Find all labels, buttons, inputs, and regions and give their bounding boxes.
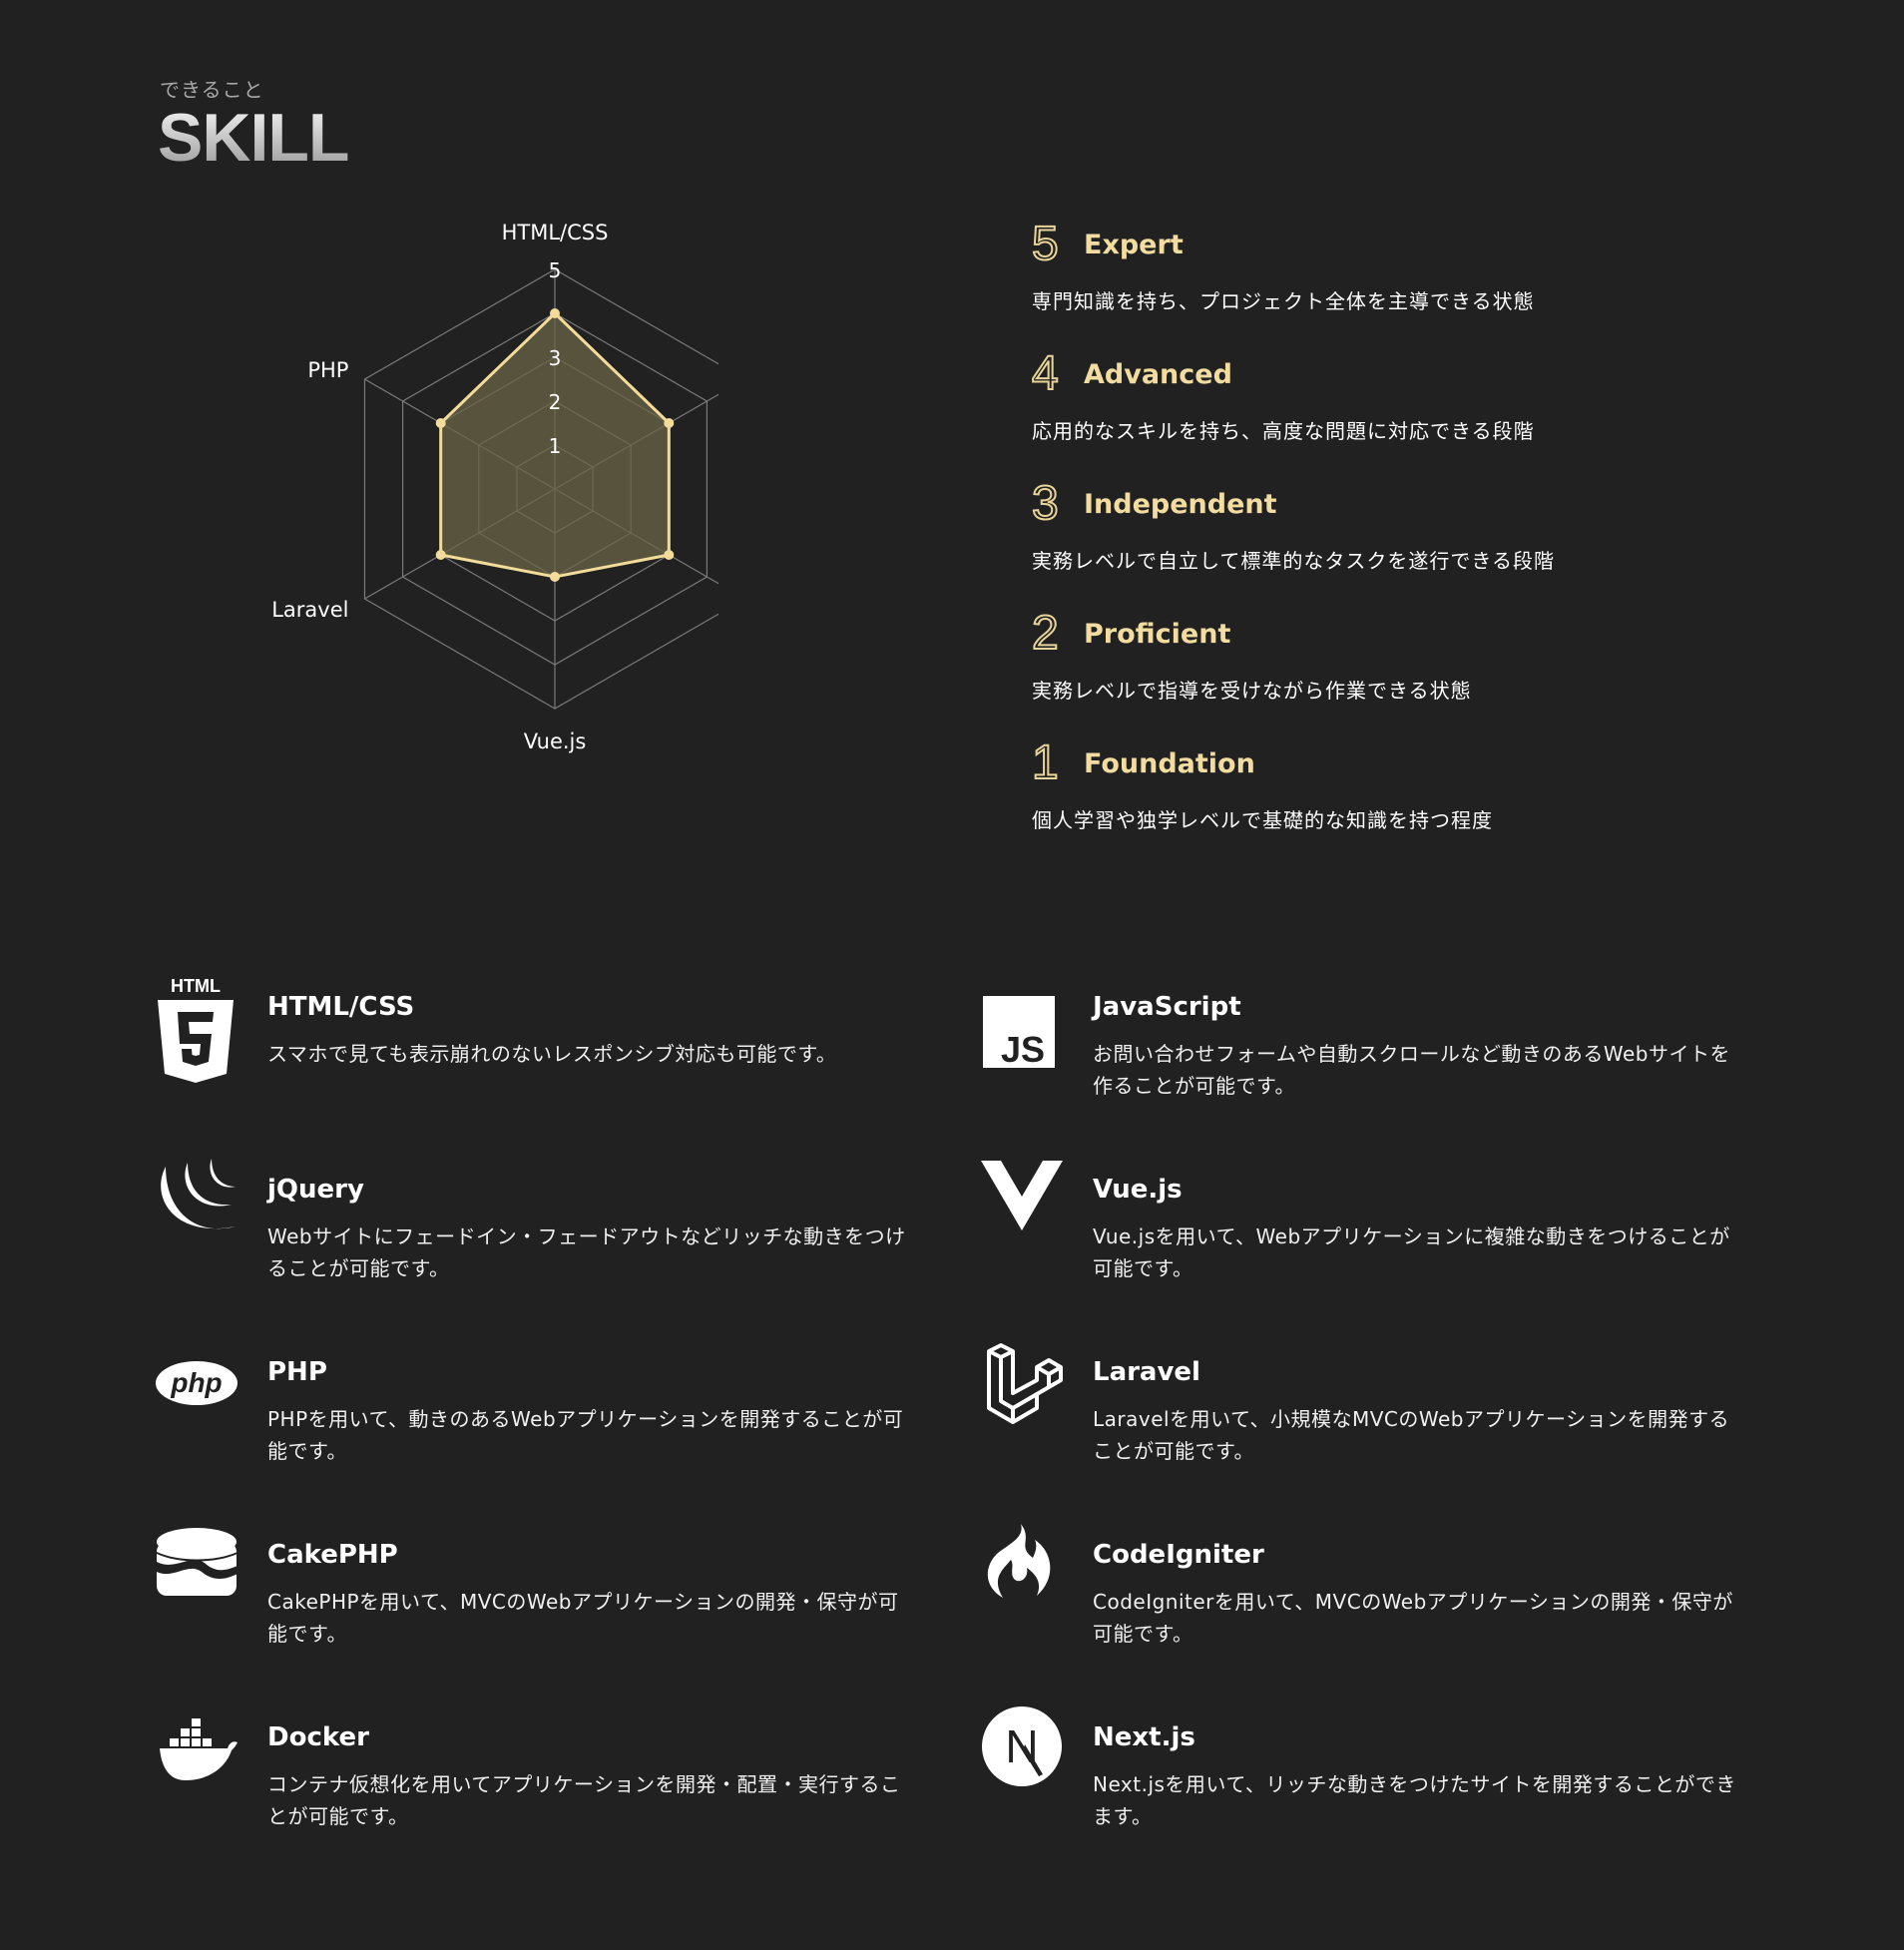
level-description: 実務レベルで指導を受けながら作業できる状態 <box>1032 679 1472 703</box>
level-number: 2 <box>1031 607 1060 660</box>
level-number: 4 <box>1031 347 1060 400</box>
level-name: Expert <box>1084 229 1184 260</box>
skill-item-javascript: JS JavaScript お問い合わせフォームや自動スクロールなど動きのあるW… <box>981 974 1739 1157</box>
radar-data-point <box>435 550 446 560</box>
level-description: 応用的なスキルを持ち、高度な問題に対応できる段階 <box>1032 419 1535 443</box>
skill-description: Laravelを用いて、小規模なMVCのWebアプリケーションを開発することが可… <box>1093 1407 1730 1463</box>
skill-item-php: php PHP PHPを用いて、動きのあるWebアプリケーションを開発することが… <box>156 1339 981 1522</box>
docker-icon <box>160 1718 238 1780</box>
skill-item-codeigniter: CodeIgniter CodeIgniterを用いて、MVCのWebアプリケー… <box>981 1522 1739 1705</box>
level-number: 3 <box>1031 477 1060 530</box>
radar-axis-label: PHP <box>307 358 348 382</box>
section-subtitle: できること <box>160 78 264 102</box>
level-description: 個人学習や独学レベルで基礎的な知識を持つ程度 <box>1032 808 1493 832</box>
radar-tick-label: 1 <box>549 434 562 458</box>
skill-name: Docker <box>267 1722 369 1752</box>
skill-description: Next.jsを用いて、リッチな動きをつけたサイトを開発することができます。 <box>1093 1772 1736 1828</box>
radar-tick-label: 2 <box>549 390 562 414</box>
skill-description: スマホで見ても表示崩れのないレスポンシブ対応も可能です。 <box>267 1042 837 1066</box>
html5-icon-label: HTML <box>171 976 221 996</box>
php-icon: php <box>156 1361 238 1405</box>
skill-item-nextjs: N Next.js Next.jsを用いて、リッチな動きをつけたサイトを開発する… <box>981 1705 1739 1887</box>
javascript-icon: JS <box>983 996 1055 1070</box>
radar-tick-label: 5 <box>549 258 562 282</box>
skill-name: Laravel <box>1093 1357 1200 1387</box>
level-name: Advanced <box>1084 358 1232 390</box>
skill-item-docker: Docker コンテナ仮想化を用いてアプリケーションを開発・配置・実行することが… <box>156 1705 981 1887</box>
skill-item-html-css: HTML HTML/CSS スマホで見ても表示崩れのないレスポンシブ対応も可能で… <box>156 974 981 1157</box>
javascript-icon-label: JS <box>1001 1029 1045 1070</box>
skill-name: Vue.js <box>1093 1175 1183 1205</box>
jquery-icon <box>161 1159 236 1229</box>
laravel-icon <box>987 1343 1063 1424</box>
level-item: 5 Expert 専門知識を持ち、プロジェクト全体を主導できる状態 <box>1031 218 1730 349</box>
skill-name: Next.js <box>1093 1722 1195 1752</box>
level-description: 専門知識を持ち、プロジェクト全体を主導できる状態 <box>1032 289 1535 313</box>
skill-list: HTML HTML/CSS スマホで見ても表示崩れのないレスポンシブ対応も可能で… <box>156 974 1752 1887</box>
skill-description: CodeIgniterを用いて、MVCのWebアプリケーションの開発・保守が可能… <box>1093 1590 1733 1646</box>
level-item: 2 Proficient 実務レベルで指導を受けながら作業できる状態 <box>1031 607 1730 738</box>
cakephp-icon <box>157 1528 238 1596</box>
skill-radar-chart: 1235HTML/CSSJavaScriptjQueryVue.jsLarave… <box>271 221 718 753</box>
skill-description: CakePHPを用いて、MVCのWebアプリケーションの開発・保守が可能です。 <box>267 1590 899 1646</box>
skill-item-jquery: jQuery Webサイトにフェードイン・フェードアウトなどリッチな動きをつける… <box>156 1157 981 1339</box>
vuejs-icon <box>981 1161 1063 1230</box>
radar-data-point <box>550 308 560 318</box>
skill-item-cakephp: CakePHP CakePHPを用いて、MVCのWebアプリケーションの開発・保… <box>156 1522 981 1705</box>
skill-level-legend: 5 Expert 専門知識を持ち、プロジェクト全体を主導できる状態 4 Adva… <box>1031 218 1730 868</box>
level-number: 1 <box>1031 736 1060 789</box>
skill-name: PHP <box>267 1357 327 1387</box>
radar-data-point <box>664 418 675 428</box>
level-name: Foundation <box>1084 747 1255 779</box>
level-item: 1 Foundation 個人学習や独学レベルで基礎的な知識を持つ程度 <box>1031 736 1730 868</box>
skill-description: お問い合わせフォームや自動スクロールなど動きのあるWebサイトを作ることが可能で… <box>1093 1042 1731 1098</box>
level-name: Proficient <box>1084 618 1231 650</box>
level-number: 5 <box>1031 218 1060 270</box>
radar-data-point <box>550 572 560 582</box>
html5-icon: HTML <box>158 976 234 1083</box>
skill-name: HTML/CSS <box>267 992 415 1022</box>
skill-item-laravel: Laravel Laravelを用いて、小規模なMVCのWebアプリケーションを… <box>981 1339 1739 1522</box>
skill-item-vuejs: Vue.js Vue.jsを用いて、Webアプリケーションに複雑な動きをつけるこ… <box>981 1157 1739 1339</box>
skill-description: コンテナ仮想化を用いてアプリケーションを開発・配置・実行することが可能です。 <box>267 1772 901 1828</box>
codeigniter-icon <box>987 1524 1051 1598</box>
level-item: 3 Independent 実務レベルで自立して標準的なタスクを遂行できる段階 <box>1031 477 1730 609</box>
skill-description: Vue.jsを用いて、Webアプリケーションに複雑な動きをつけることが可能です。 <box>1093 1224 1730 1280</box>
radar-axis-label: Laravel <box>271 598 348 622</box>
radar-axis-label: Vue.js <box>524 730 587 753</box>
skill-name: jQuery <box>267 1175 364 1205</box>
level-description: 実務レベルで自立して標準的なタスクを遂行できる段階 <box>1032 549 1555 573</box>
skill-description: PHPを用いて、動きのあるWebアプリケーションを開発することが可能です。 <box>267 1407 904 1463</box>
level-name: Independent <box>1084 488 1277 520</box>
radar-axis-label: HTML/CSS <box>502 221 609 244</box>
skill-description: Webサイトにフェードイン・フェードアウトなどリッチな動きをつけることが可能です… <box>267 1224 906 1280</box>
radar-data-point <box>435 418 446 428</box>
radar-data-point <box>664 550 675 560</box>
level-item: 4 Advanced 応用的なスキルを持ち、高度な問題に対応できる段階 <box>1031 347 1730 479</box>
php-icon-label: php <box>170 1367 222 1398</box>
section-title: SKILL <box>158 100 349 176</box>
radar-tick-label: 3 <box>549 346 562 370</box>
skill-name: JavaScript <box>1093 992 1241 1022</box>
nextjs-icon: N <box>982 1706 1062 1786</box>
skill-name: CodeIgniter <box>1093 1540 1264 1570</box>
skill-name: CakePHP <box>267 1540 398 1570</box>
